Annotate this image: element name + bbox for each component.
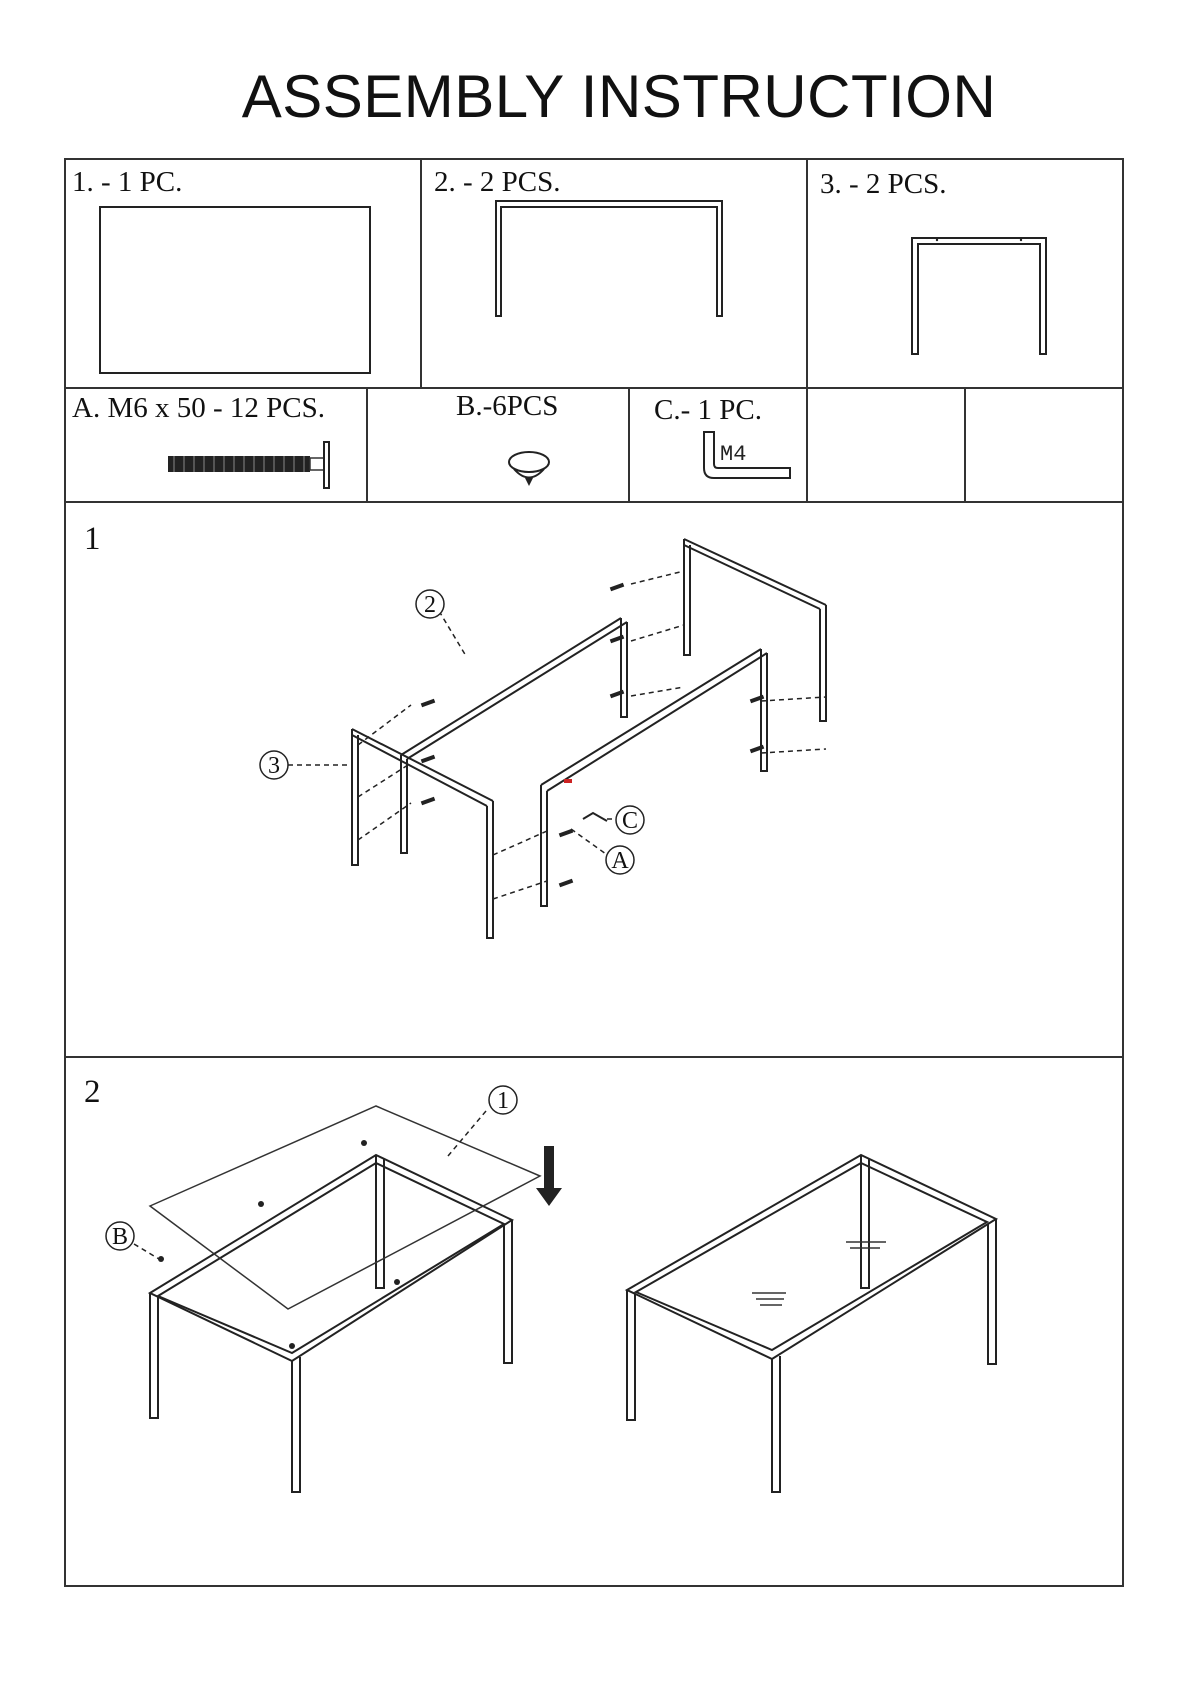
part-2-label: 2. - 2 PCS. [434, 166, 561, 198]
divider [66, 387, 1122, 389]
part-3-label: 3. - 2 PCS. [820, 168, 947, 200]
bolt-hardware-illustration [168, 441, 330, 489]
divider [66, 1056, 1122, 1058]
divider [366, 387, 368, 501]
part-1-label: 1. - 1 PC. [72, 166, 183, 198]
callout-pad-b: B [105, 1221, 135, 1251]
divider [628, 387, 630, 501]
divider [964, 387, 966, 501]
step-1-diagram: 2 3 C A [259, 538, 827, 939]
callout-part-1: 1 [488, 1085, 518, 1115]
svg-text:2: 2 [424, 592, 436, 618]
step-1-number: 1 [84, 521, 101, 557]
instruction-sheet: 1. - 1 PC. 2. - 2 PCS. 3. - 2 PCS. [64, 158, 1124, 1587]
svg-text:B: B [112, 1224, 128, 1250]
divider [420, 160, 422, 387]
page-title: ASSEMBLY INSTRUCTION [241, 63, 997, 130]
long-frame-part-illustration [495, 200, 723, 317]
step-2-number: 2 [84, 1074, 101, 1110]
parts-drawings [99, 200, 1047, 489]
callout-part-3: 3 [259, 750, 289, 780]
callout-tool-c: C [615, 805, 645, 835]
divider [66, 501, 1122, 503]
allen-key-tool-illustration [703, 431, 791, 479]
svg-text:1: 1 [497, 1088, 509, 1114]
callout-part-2: 2 [415, 589, 445, 619]
down-arrow-icon [536, 1146, 562, 1206]
svg-text:3: 3 [268, 753, 280, 779]
callout-bolt-a: A [605, 845, 635, 875]
allen-key-size-label: M4 [720, 442, 747, 467]
glass-top-part-illustration [99, 206, 371, 374]
hardware-c-label: C.- 1 PC. [654, 394, 762, 426]
short-frame-part-illustration [911, 237, 1047, 355]
hardware-b-label: B.-6PCS [456, 390, 559, 422]
step-2-diagram: 1 B [105, 1085, 999, 1493]
divider [806, 160, 808, 501]
pad-hardware-illustration [508, 451, 550, 486]
hardware-a-label: A. M6 x 50 - 12 PCS. [72, 392, 325, 424]
svg-text:A: A [611, 848, 629, 874]
svg-text:C: C [622, 808, 638, 834]
